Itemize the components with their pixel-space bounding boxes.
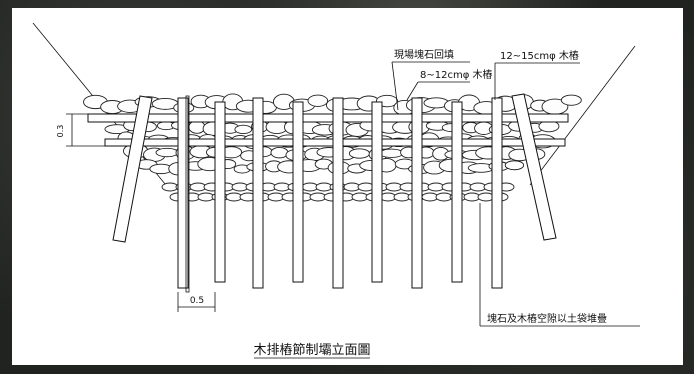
stone	[348, 148, 370, 159]
stone	[560, 94, 582, 106]
right-slanted-pile	[511, 93, 557, 241]
right-slope-line	[529, 45, 636, 186]
stone	[504, 160, 525, 171]
large-pile-label: 12~15cmφ 木樁	[500, 49, 579, 62]
bottom-note: 塊石及木樁空隙以土袋堆疊	[487, 312, 607, 325]
vertical-pile	[411, 97, 423, 289]
spacing-dimension: 0.5	[190, 296, 204, 306]
vertical-pile	[451, 101, 463, 283]
left-slanted-pile	[112, 95, 153, 243]
stone	[307, 94, 329, 107]
stone	[379, 148, 404, 158]
stone-fill	[83, 93, 582, 202]
vertical-pile	[214, 101, 226, 283]
vertical-pile	[177, 97, 189, 289]
pile-row	[112, 93, 557, 293]
small-pile-label: 8~12cmφ 木樁	[420, 68, 492, 81]
small-pile-leader	[406, 81, 419, 101]
drawing-title: 木排樁節制壩立面圖	[253, 343, 370, 358]
fill-stone-leader	[391, 61, 399, 111]
vertical-pile	[371, 101, 383, 283]
upper-beam	[87, 113, 569, 123]
vertical-pile	[292, 101, 304, 283]
stone	[155, 147, 179, 158]
fill-stone-label: 現場塊石回填	[394, 48, 454, 61]
vertical-pile	[252, 97, 264, 289]
stone	[188, 120, 206, 134]
dimension-pile-marker	[185, 95, 190, 293]
height-dimension: 0.3	[56, 125, 65, 138]
stone	[270, 146, 289, 159]
vertical-pile	[332, 97, 344, 289]
stone	[234, 124, 253, 135]
vertical-pile	[491, 97, 503, 289]
